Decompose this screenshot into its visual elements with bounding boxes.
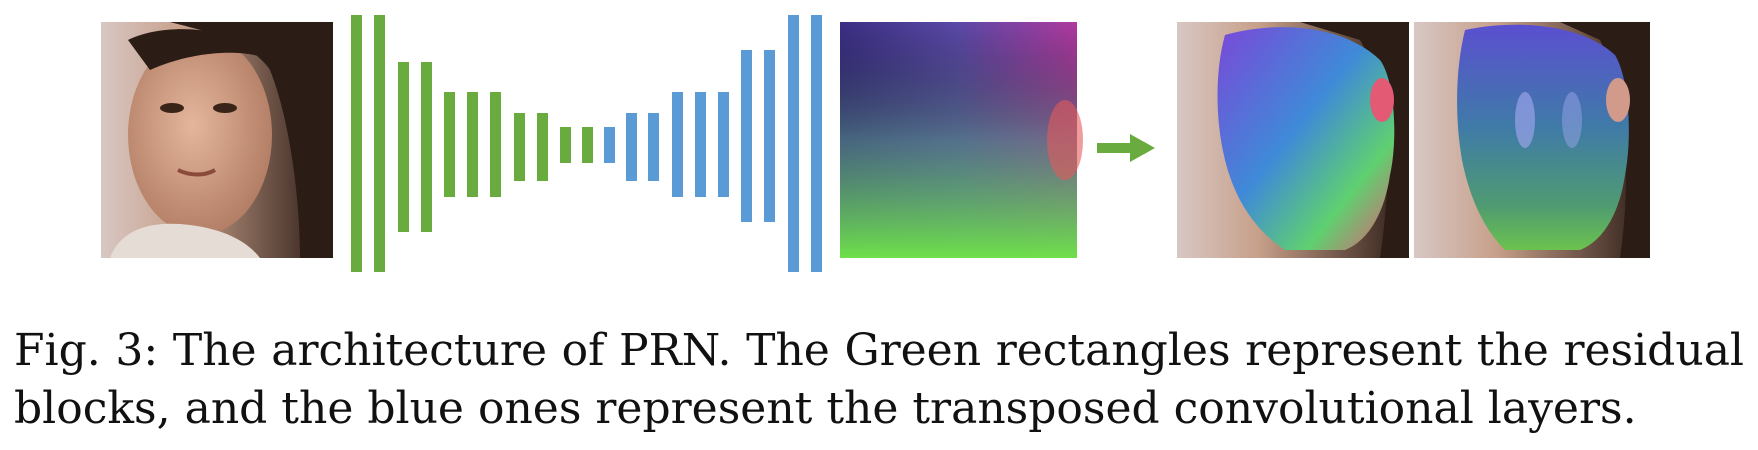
caption-line-1: Fig. 3: The architecture of PRN. The Gre…	[14, 325, 1744, 376]
residual-block	[398, 62, 409, 232]
transposed-conv-layer	[648, 113, 659, 181]
transposed-conv-layer	[604, 127, 615, 163]
residual-block	[514, 113, 525, 181]
residual-block	[560, 127, 571, 163]
residual-blocks	[351, 15, 593, 272]
transposed-conv-layer	[695, 92, 706, 197]
transposed-conv-layer	[788, 15, 799, 272]
residual-block	[374, 15, 385, 272]
residual-block	[582, 127, 593, 163]
transposed-conv-layer	[764, 50, 775, 222]
output-shaded-mesh-photo	[1414, 22, 1650, 258]
input-face-photo	[101, 22, 333, 258]
residual-block	[490, 92, 501, 197]
transposed-conv-layer	[672, 92, 683, 197]
residual-block	[467, 92, 478, 197]
right-arrow-icon	[1097, 134, 1155, 162]
transposed-conv-layer	[741, 50, 752, 222]
transposed-conv-layer	[811, 15, 822, 272]
transposed-conv-layer	[718, 92, 729, 197]
residual-block	[421, 62, 432, 232]
residual-block	[351, 15, 362, 272]
residual-block	[537, 113, 548, 181]
transposed-conv-layers	[604, 15, 822, 272]
transposed-conv-layer	[626, 113, 637, 181]
output-color-mesh-photo	[1177, 22, 1409, 258]
caption-line-2: blocks, and the blue ones represent the …	[14, 383, 1637, 434]
residual-block	[444, 92, 455, 197]
uv-position-map	[840, 22, 1083, 258]
figure-caption: Fig. 3: The architecture of PRN. The Gre…	[14, 322, 1744, 438]
